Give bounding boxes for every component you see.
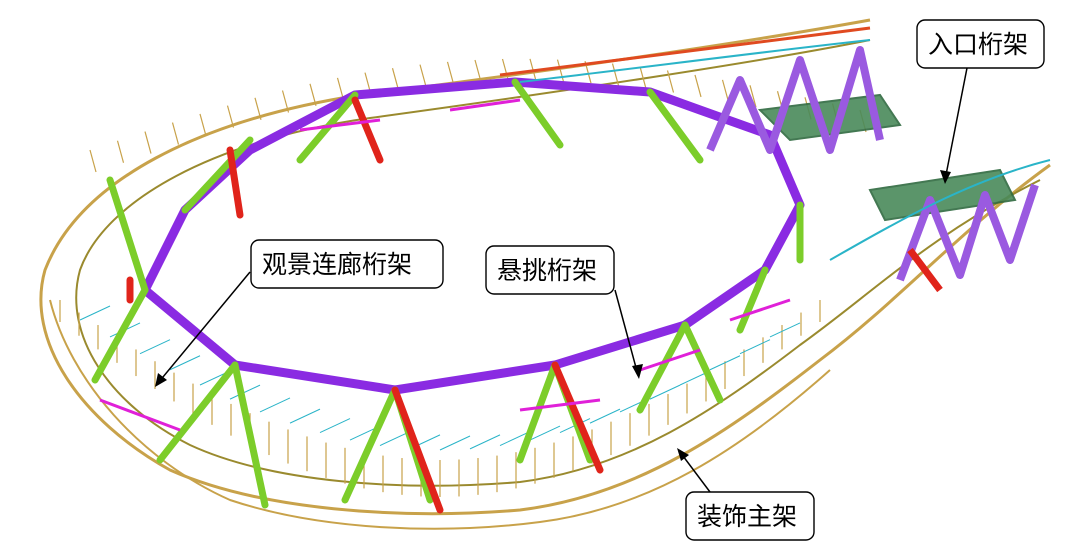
green-member [181,136,254,214]
red-member [351,96,384,164]
magenta-member [639,348,701,372]
green-member [91,286,149,384]
callout-arrow-line [157,271,251,384]
frame-rib [474,59,482,83]
frame-rib [336,77,345,101]
frame-rib [391,68,400,91]
entrance-lower-chord [829,159,1051,261]
callout-arrow-line [614,289,639,376]
inner-ring-beams [140,77,805,395]
cross-brace [319,418,351,434]
entrance-truss-purple-zigzag-lower [896,183,1039,282]
entrance-truss-structure [499,26,1051,293]
green-member [736,266,769,334]
frame-rib [749,85,757,108]
callout-entrance-truss: 入口桁架 [916,19,1045,184]
callout-arrowhead [155,373,167,387]
frame-rib [639,66,647,89]
green-member [231,361,269,509]
entrance-red-member [907,247,943,293]
callout-box [485,245,615,295]
callout-arrowhead [632,364,643,379]
callout-arrowhead [677,448,689,461]
inner-frame-edge [75,39,1041,487]
frame-rib [556,59,565,82]
frame-rib [694,74,702,98]
cross-brace [79,305,111,321]
cross-brace [499,431,531,447]
frame-rib [446,61,455,85]
magenta-member [299,118,381,132]
entrance-truss-lower-deck [868,168,1017,222]
callout-arrowhead [940,170,951,184]
frame-rib [116,140,125,163]
magenta-secondary-members [99,98,791,432]
green-member [516,361,559,464]
entrance-cyan-chord [519,39,871,83]
entrance-top-chord [499,26,871,77]
frame-rib [226,105,235,128]
magenta-member [519,398,601,412]
magenta-member [729,298,791,322]
green-member [681,321,724,404]
frame-rib [309,83,317,107]
frame-rib [419,64,427,87]
callout-arrow-line [944,67,968,181]
purple-beam-ring [140,77,805,395]
cross-brace [379,431,411,447]
callout-arrow-line [679,451,711,493]
magenta-member [99,398,181,432]
cross-brace [529,425,561,441]
callout-box [916,19,1045,69]
red-truss-members [126,96,604,514]
decorative-main-frame-label: 装饰主架 [697,502,797,531]
frame-rib [666,70,675,93]
cross-brace [589,408,621,424]
green-member [341,386,399,504]
red-member [226,146,244,219]
cross-brace [769,322,801,338]
green-member [511,78,564,149]
green-member [646,88,704,164]
frame-rib [721,79,730,103]
frame-rib [199,113,207,137]
lower-frame-edge [49,299,831,530]
viewing-corridor-truss-label: 观景连廊桁架 [262,250,412,279]
green-member [636,321,689,414]
cross-brace [439,435,471,451]
callout-viewing-corridor-truss: 观景连廊桁架 [155,239,444,387]
cross-brace [709,355,741,371]
magenta-member [449,98,521,112]
callout-cantilever-truss: 悬挑桁架 [485,245,643,379]
green-diagonal-members [91,78,804,509]
cross-brace [739,339,771,355]
cross-brace [469,434,501,450]
cross-brace [649,384,681,400]
frame-rib [144,131,152,154]
red-member [551,361,604,474]
frame-rib [254,97,262,120]
entrance-truss-label: 入口桁架 [928,30,1028,59]
cross-brace [139,339,171,355]
callout-box [250,239,444,289]
callout-decorative-main-frame: 装饰主架 [677,448,815,541]
entrance-truss-purple-zigzag-upper [706,46,884,154]
frame-rib [281,90,290,113]
frame-rib [171,122,180,145]
cantilever-truss-label: 悬挑桁架 [497,256,597,285]
cross-brace [289,408,321,424]
frame-rib [611,63,620,86]
frame-rib [89,149,97,173]
red-member [391,386,444,514]
cross-brace [169,355,201,371]
frame-rib [501,58,510,82]
cross-brace [259,397,291,413]
cross-brace [229,384,261,400]
green-member [106,176,149,294]
green-member [156,361,239,464]
callout-box [685,491,815,541]
